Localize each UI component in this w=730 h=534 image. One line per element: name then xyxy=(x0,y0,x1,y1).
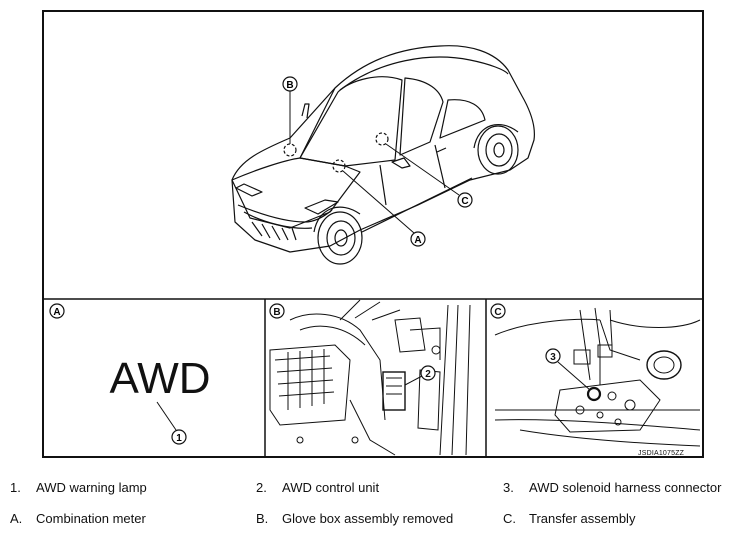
legend-item-c: C.Transfer assembly xyxy=(503,511,636,526)
callout-c-car: C xyxy=(457,192,473,208)
figure-frame xyxy=(42,10,704,458)
svg-text:A: A xyxy=(414,235,421,246)
locator-circles xyxy=(283,132,389,173)
callout-b-car: B xyxy=(282,76,298,92)
panel-a: A AWD 1 xyxy=(49,303,211,445)
panel-c: C 3 xyxy=(490,303,701,447)
leader-lines xyxy=(289,91,460,234)
callout-1: 1 xyxy=(176,433,182,444)
svg-text:B: B xyxy=(286,80,293,91)
panel-a-label: A xyxy=(53,307,60,318)
panel-b: B 2 xyxy=(269,299,471,456)
panel-dividers xyxy=(43,298,703,457)
legend-item-b: B.Glove box assembly removed xyxy=(256,511,454,526)
legend-item-a: A.Combination meter xyxy=(10,511,146,526)
panel-b-label: B xyxy=(273,307,280,318)
svg-text:C: C xyxy=(461,196,468,207)
image-code: JSDIA1075ZZ xyxy=(638,450,685,457)
callout-3: 3 xyxy=(550,352,556,363)
callout-2: 2 xyxy=(425,369,431,380)
legend-item-2: 2.AWD control unit xyxy=(256,480,380,495)
legend-item-3: 3.AWD solenoid harness connector xyxy=(503,480,722,495)
panel-c-label: C xyxy=(494,307,501,318)
car-illustration xyxy=(231,45,535,265)
awd-warning-lamp-text: AWD xyxy=(109,354,210,403)
callout-a-car: A xyxy=(410,231,426,247)
legend-item-1: 1.AWD warning lamp xyxy=(10,480,147,495)
